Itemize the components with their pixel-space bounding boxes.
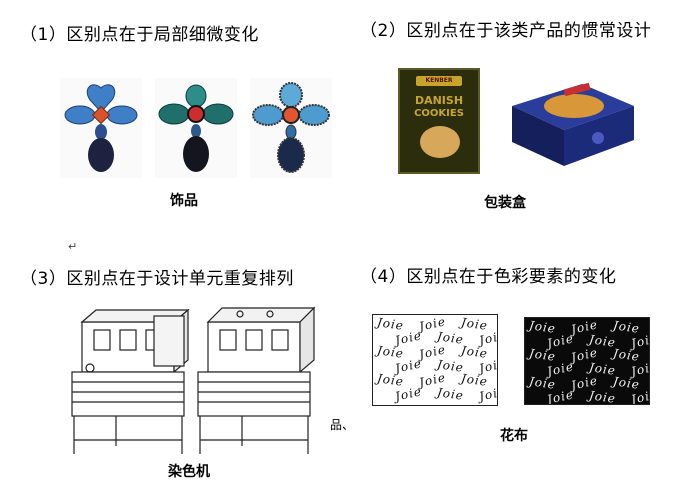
tin-cookie-image — [420, 126, 460, 158]
section-4-heading: （4）区别点在于色彩要素的变化 — [360, 267, 617, 287]
fabric-word: Joie — [376, 315, 405, 333]
fabric-word: Joie — [528, 318, 557, 336]
dyeing-machine-images — [71, 306, 316, 454]
fabric-word: Joie — [528, 346, 557, 364]
fabric-word: Joie — [460, 315, 489, 333]
fabric-word: Joie — [376, 343, 405, 361]
tin-brand-label: KENBER — [416, 76, 462, 86]
fabric-word: Joie — [528, 374, 557, 392]
fabric-word: Joie — [612, 318, 641, 336]
section-2-caption: 包装盒 — [484, 195, 526, 211]
fabric-word: Joie — [588, 388, 617, 405]
fabric-word: Joie — [460, 343, 489, 361]
pendant-1 — [60, 78, 142, 178]
cookie-tin: KENBER DANISH COOKIES — [398, 68, 480, 174]
dyeing-machine-2 — [197, 306, 316, 454]
pendant-2 — [155, 78, 237, 178]
section-4-caption: 花布 — [500, 428, 528, 444]
dyeing-machine-1 — [71, 308, 190, 454]
return-mark: ↵ — [68, 240, 78, 253]
fabric-word: Joie — [460, 371, 489, 389]
jewelry-images — [60, 78, 332, 178]
section-2-heading: （2）区别点在于该类产品的惯常设计 — [360, 21, 652, 41]
tin-title-line-2: COOKIES — [414, 108, 464, 119]
section-3-caption: 染色机 — [168, 464, 210, 480]
stray-fragment: 品、 — [330, 418, 355, 432]
fabric-word: Joie — [376, 371, 405, 389]
section-3-heading: （3）区别点在于设计单元重复排列 — [20, 269, 294, 289]
fabric-word: Joie — [612, 374, 641, 392]
section-1-caption: 饰品 — [170, 193, 198, 209]
section-1-heading: （1）区别点在于局部细微变化 — [20, 25, 259, 45]
fabric-word: Joie — [612, 346, 641, 364]
fabric-word: Joie — [436, 385, 465, 403]
tin-title-line-1: DANISH — [414, 94, 464, 107]
pendant-3 — [250, 78, 332, 178]
cookie-box — [512, 82, 634, 166]
